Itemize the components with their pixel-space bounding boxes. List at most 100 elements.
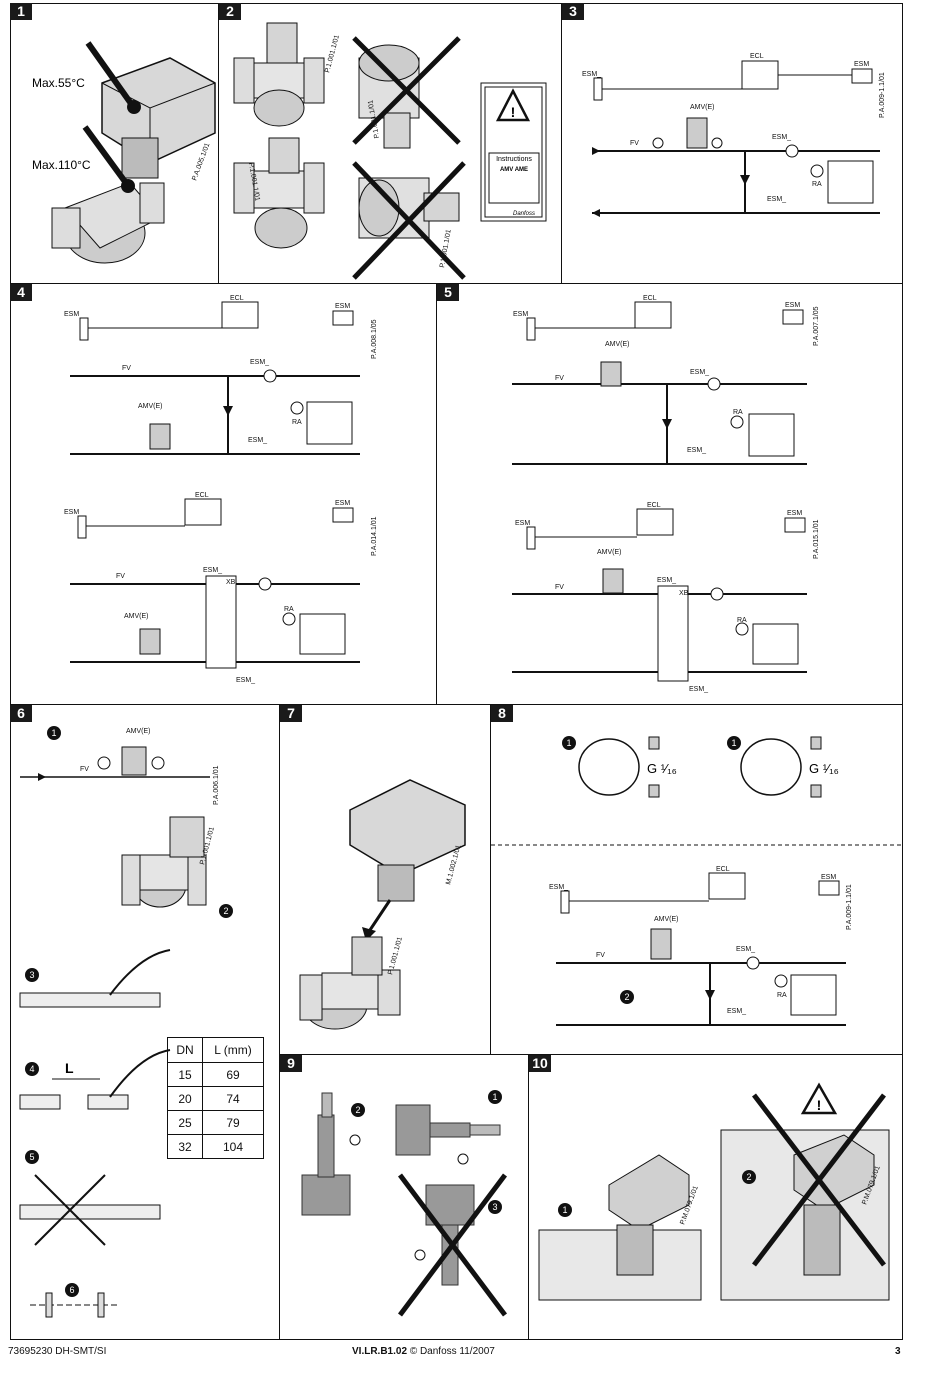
sensor-placement-diagram: 2 1 3 [301, 1090, 507, 1317]
esm-mid-label: ESM_ [203, 567, 222, 574]
panel-3: 3 ECL ESM_ ESM AMV(E) FV ESM_ ESM_ RA P.… [562, 3, 903, 284]
fv-label: FV [116, 573, 125, 580]
cell-length: 74 [202, 1086, 264, 1111]
panel-number: 6 [10, 705, 32, 722]
ecl-label: ECL [647, 502, 661, 509]
dim-l-label: L [65, 1060, 74, 1076]
card-title: Instructions [496, 156, 532, 163]
valve-horizontal-wrong: P.1.001.1/01 [352, 161, 466, 280]
panel-number: 2 [219, 3, 241, 20]
mark-6: 6 [69, 1285, 74, 1295]
footer-code: VI.LR.B1.02 [352, 1346, 408, 1357]
installation-steps-diagram: 1 FV AMV(E) P.A.006.1/01 P.1.001.1/01 2 … [19, 726, 233, 1318]
ra-label: RA [777, 992, 787, 999]
panel-9: 9 2 1 3 [280, 1055, 529, 1340]
valve-tilted: P.1.001.1/01 [233, 137, 325, 249]
amv-label: AMV(E) [605, 341, 630, 348]
esm-mid-label: ESM_ [772, 134, 791, 141]
sensor-cable-diagram: 1 G ¹⁄₁₆ 1 G ¹⁄₁₆ ECL ESM_ ESM AMV(E) FV… [491, 736, 903, 1026]
table-header-length: L (mm) [202, 1037, 264, 1063]
amv-label: AMV(E) [654, 916, 679, 923]
card-subtitle: AMV AME [500, 167, 528, 173]
ra-label: RA [737, 617, 747, 624]
ecl-label: ECL [195, 492, 209, 499]
mark-a: 1 [566, 738, 571, 748]
panel-number: 4 [10, 284, 32, 301]
ref-code: P.A.009-1.1/01 [879, 72, 886, 118]
ref-code: P.A.005.1/01 [191, 142, 211, 182]
footer-copyright: © Danfoss 11/2007 [409, 1346, 495, 1357]
mark-2: 2 [624, 992, 629, 1002]
panel-7: 7 M.1.002.1/01 P.1.001.1/01 [280, 705, 491, 1055]
mark-2: 2 [355, 1105, 360, 1115]
panel-number: 3 [562, 3, 584, 20]
fv-label: FV [80, 766, 89, 773]
footer-doc-id: 73695230 DH-SMT/SI [8, 1346, 107, 1357]
panel-number: 7 [280, 705, 302, 722]
esm-low-label: ESM_ [248, 437, 267, 444]
mark-1: 1 [562, 1205, 567, 1215]
esm-low-label: ESM_ [689, 686, 708, 693]
mark-1: 1 [51, 728, 56, 738]
ra-label: RA [292, 419, 302, 426]
thread-b-label: G ¹⁄₁₆ [809, 761, 839, 776]
ecl-label: ECL [643, 295, 657, 302]
ref-code-bottom: P.A.015.1/01 [813, 519, 820, 559]
page-number: 3 [895, 1346, 901, 1357]
esm-mid-label: ESM_ [736, 946, 755, 953]
esm-left-label: ESM_ [549, 884, 568, 891]
amv-label: AMV(E) [597, 549, 622, 556]
ref-code-a: P.1.001.1/01 [324, 34, 341, 73]
mark-3: 3 [492, 1202, 497, 1212]
system-diagram-3: ECL ESM_ ESM AMV(E) FV ESM_ ESM_ RA P.A.… [582, 53, 886, 217]
panel-4: 4 ECL ESM ESM FV ESM_ AMV(E) RA ESM_ P.A… [10, 284, 437, 705]
instructions-card: ! Instructions AMV AME Danfoss [480, 82, 547, 222]
esm-low-label: ESM_ [767, 196, 786, 203]
fv-label: FV [596, 952, 605, 959]
cell-length: 104 [202, 1134, 264, 1159]
cell-dn: 32 [167, 1134, 203, 1159]
ecl-label: ECL [716, 866, 730, 873]
actuator-temperature-diagram: Max.55°C Max.110°C P.A.005.1/01 [32, 41, 216, 264]
esm-left-label: ESM [64, 311, 79, 318]
cell-length: 79 [202, 1110, 264, 1135]
amv-label: AMV(E) [138, 403, 163, 410]
thread-a-label: G ¹⁄₁₆ [647, 761, 677, 776]
panel-number: 5 [437, 284, 459, 301]
esm-left-label: ESM [515, 520, 530, 527]
amv-label: AMV(E) [126, 728, 151, 735]
esm-low-label: ESM_ [727, 1008, 746, 1015]
table-header-dn: DN [167, 1037, 203, 1063]
cell-dn: 20 [167, 1086, 203, 1111]
system-diagram-5: ECL ESM ESM AMV(E) FV ESM_ RA ESM_ P.A.0… [512, 295, 820, 693]
footer-center: VI.LR.B1.02 © Danfoss 11/2007 [352, 1346, 495, 1357]
amv-label: AMV(E) [690, 104, 715, 111]
panel-number: 1 [10, 3, 32, 20]
mark-b: 1 [731, 738, 736, 748]
system-diagram-4: ECL ESM ESM FV ESM_ AMV(E) RA ESM_ P.A.0… [64, 295, 378, 684]
ra-label: RA [284, 606, 294, 613]
cell-length: 69 [202, 1062, 264, 1087]
esm-low-label: ESM_ [687, 447, 706, 454]
panel-10: 10 1 P.M.079.1/01 ! 2 P.M.079.1/01 [529, 1055, 903, 1340]
panel-6: 6 1 FV AMV(E) P.A.006.1/01 P.1.001.1/01 … [10, 705, 280, 1340]
max-110-label: Max.110°C [32, 158, 91, 172]
esm-left-label: ESM [64, 509, 79, 516]
ref-code: P.A.009-1.1/01 [846, 884, 853, 930]
card-brand: Danfoss [513, 211, 535, 217]
mark-5: 5 [29, 1152, 34, 1162]
esm-mid-label: ESM_ [657, 577, 676, 584]
fv-label: FV [122, 365, 131, 372]
esm-right-label: ESM [821, 874, 836, 881]
xb-label: XB [679, 590, 689, 597]
mark-2: 2 [223, 906, 228, 916]
ref-code-bottom: P.A.014.1/01 [371, 516, 378, 556]
panel-number: 9 [280, 1055, 302, 1072]
cell-dn: 25 [167, 1110, 203, 1135]
max-55-label: Max.55°C [32, 76, 85, 90]
actuator-mounting-diagram: M.1.002.1/01 P.1.001.1/01 [299, 779, 466, 1030]
insulation-diagram: 1 P.M.079.1/01 ! 2 P.M.079.1/01 [538, 1082, 890, 1301]
